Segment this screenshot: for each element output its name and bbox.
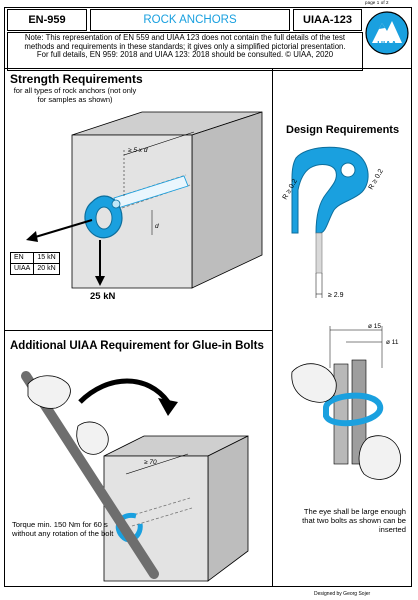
page-number: page 1 of 2 — [365, 0, 389, 5]
table-cell-value: 20 kN — [33, 263, 60, 275]
inner-diameter-dimension: ø 11 — [386, 339, 399, 346]
axial-load-label: 25 kN — [90, 291, 116, 302]
glue-in-illustration: ≥ 70 — [21, 371, 249, 582]
hand-lower — [76, 421, 109, 455]
page-title: ROCK ANCHORS — [90, 9, 290, 31]
torque-bar — [21, 371, 159, 579]
torque-text: Torque min. 150 Nm for 60 s without any … — [12, 520, 114, 538]
table-row: UIAA 20 kN — [9, 263, 60, 275]
header-divider — [4, 68, 412, 69]
section-divider — [4, 330, 273, 331]
bolt-left — [333, 363, 349, 465]
cube-front — [71, 134, 193, 289]
column-divider — [272, 68, 273, 587]
uiaa-logo-icon: UIAA — [365, 11, 409, 55]
strength-title: Strength Requirements — [10, 72, 143, 86]
hanger-profile — [291, 146, 369, 234]
eye-illustration: ø 15 ø 11 — [291, 323, 401, 480]
disclaimer-note: Note: This representation of EN 559 and … — [7, 32, 363, 71]
shear-strength-table: EN 15 kN UIAA 20 kN — [9, 252, 60, 275]
note-line-2: For full details, EN 959: 2018 and UIAA … — [36, 50, 334, 60]
strength-subtitle: for all types of rock anchors (not only … — [13, 86, 137, 104]
table-cell-standard: UIAA — [9, 263, 35, 275]
radius-right-dimension: R ≥ 0.2 — [368, 168, 385, 191]
hand-left — [291, 363, 337, 403]
glue-depth-dimension: ≥ 70 — [144, 459, 157, 466]
depth-dimension: ≥ 5 x d — [128, 147, 148, 154]
note-line-1: Note: This representation of EN 559 and … — [24, 33, 346, 51]
design-title: Design Requirements — [286, 124, 400, 136]
strength-illustration: ≥ 5 x d d — [26, 111, 263, 289]
standard-en-label: EN-959 — [7, 9, 87, 31]
eye-requirement-text: The eye shall be large enough that two b… — [302, 507, 406, 535]
diameter-dimension: d — [155, 223, 159, 230]
outer-diameter-dimension: ø 15 — [368, 323, 381, 330]
table-cell-value: 15 kN — [33, 252, 60, 264]
eye-hanger — [323, 392, 384, 427]
table-cell-standard: EN — [9, 252, 35, 264]
cube-side — [191, 111, 263, 289]
hanger — [84, 195, 123, 239]
hand-right — [358, 435, 401, 480]
bolt-right — [351, 359, 367, 465]
thickness-dimension: ≥ 2.9 — [328, 292, 344, 299]
designer-credit: Designed by Georg Sojer — [314, 591, 371, 597]
table-row: EN 15 kN — [9, 252, 60, 264]
standard-uiaa-label: UIAA-123 — [293, 9, 362, 31]
uiaa-logo: UIAA — [364, 9, 410, 57]
glue-in-title: Additional UIAA Requirement for Glue-in … — [10, 340, 264, 352]
sheet-frame — [4, 7, 412, 587]
hand-upper — [27, 375, 71, 409]
svg-text:UIAA: UIAA — [377, 40, 397, 49]
design-illustration: ≥ 2.9 R ≥ 0.2 R ≥ 0.2 — [282, 146, 385, 299]
rotation-arrow-icon — [158, 398, 178, 416]
glue-bolt — [115, 512, 143, 543]
